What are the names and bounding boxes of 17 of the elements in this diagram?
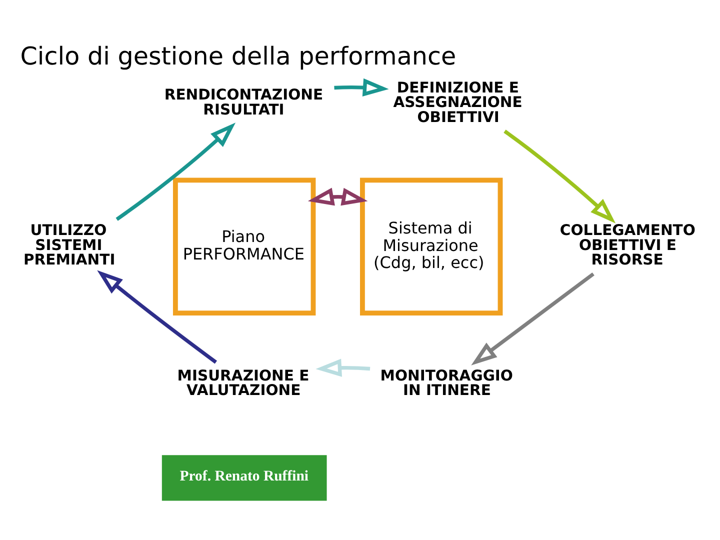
node-text: MISURAZIONE E VALUTAZIONE [177, 367, 310, 400]
arrow [471, 272, 594, 366]
arrow [308, 188, 368, 206]
arrow [316, 358, 370, 377]
node-box: Prof. Renato Ruffini [162, 455, 327, 501]
node-text: DEFINIZIONE E ASSEGNAZIONE OBIETTIVI [393, 79, 522, 126]
node-text: MONITORAGGIO IN ITINERE [380, 367, 513, 400]
arrow [504, 130, 616, 224]
arrow [334, 78, 389, 96]
arrow [97, 270, 218, 364]
node-box: Sistema di Misurazione (Cdg, bil, ecc) [360, 178, 503, 316]
node-box: Piano PERFORMANCE [172, 178, 316, 316]
node-text: UTILIZZO SISTEMI PREMIANTI [23, 222, 116, 269]
node-text: COLLEGAMENTO OBIETTIVI E RISORSE [560, 222, 696, 269]
arrow [116, 122, 236, 221]
diagram-title: Ciclo di gestione della performance [20, 42, 456, 71]
node-text: RENDICONTAZIONE RISULTATI [164, 86, 324, 118]
